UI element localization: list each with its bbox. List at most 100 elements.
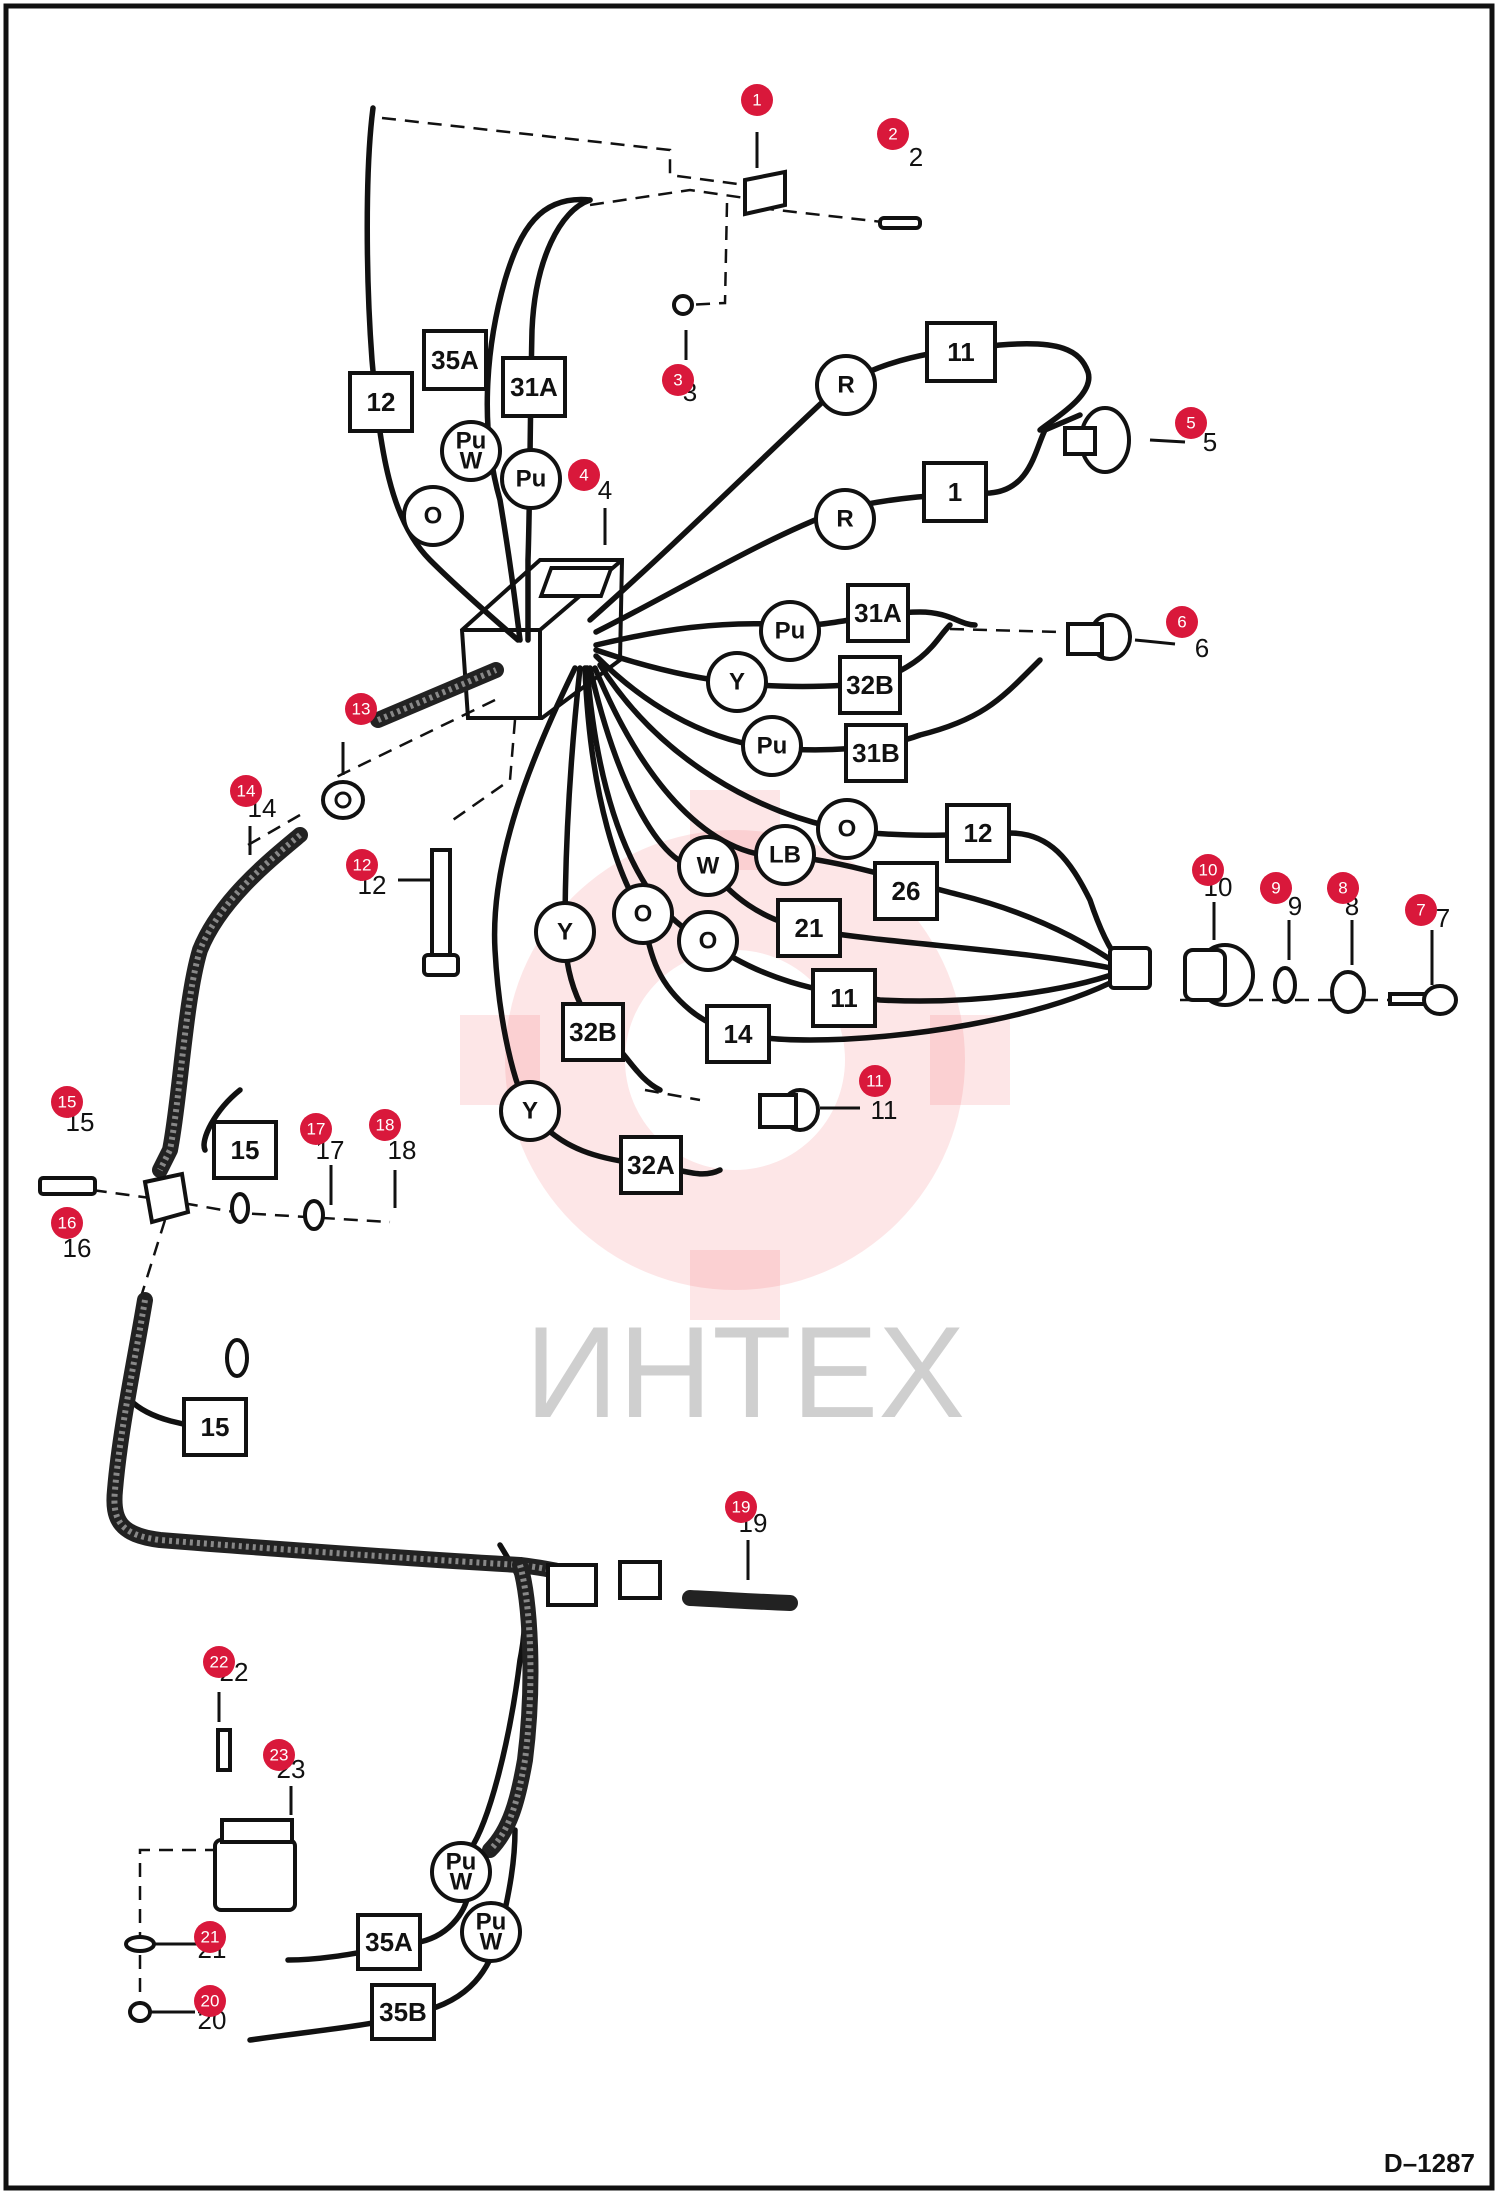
callout-badge-18[interactable]: 18: [369, 1109, 401, 1141]
callout-badge-7[interactable]: 7: [1405, 894, 1437, 926]
color-code-label: W: [480, 1929, 503, 1956]
watermark-text: ИНТЕХ: [525, 1299, 965, 1445]
part-indicator-5: [1063, 406, 1131, 474]
part-bolt-12: [422, 848, 460, 977]
callout-badge-22[interactable]: 22: [203, 1646, 235, 1678]
callout-badge-label: 11: [866, 1072, 884, 1091]
wire-number-label: 31A: [854, 598, 902, 628]
part-nut-21: [124, 1935, 156, 1953]
callout-badge-label: 17: [307, 1120, 326, 1139]
callout-badge-label: 1: [752, 91, 761, 110]
callout-badge-9[interactable]: 9: [1260, 872, 1292, 904]
wire-number-tag: 11: [925, 321, 997, 383]
part-terminal-15b: [225, 1338, 249, 1378]
part-screw-22: [216, 1728, 232, 1772]
part-washer-17: [230, 1192, 250, 1224]
color-code-label: O: [699, 928, 718, 955]
diagram-frame: [3, 3, 1495, 2191]
color-code-label: Y: [729, 669, 745, 696]
wire-number-label: 15: [231, 1135, 260, 1165]
callout-badge-8[interactable]: 8: [1327, 872, 1359, 904]
part-indicator-11: [758, 1088, 820, 1132]
callout-badge-label: 18: [376, 1116, 395, 1135]
braided-loom: [106, 662, 798, 1858]
callout-badge-10[interactable]: 10: [1192, 854, 1224, 886]
callout-badge-5[interactable]: 5: [1175, 407, 1207, 439]
callout-badge-16[interactable]: 16: [51, 1207, 83, 1239]
wire-number-tag: 35B: [370, 1983, 436, 2041]
leader-lines: [150, 132, 1434, 2014]
wire-number-tag: 15: [182, 1397, 248, 1457]
wire-number-label: 11: [830, 983, 858, 1013]
callout-badge-label: 9: [1271, 879, 1280, 898]
wire-number-tag: 35A: [422, 329, 488, 391]
part-connector-1: [743, 169, 787, 217]
color-code-circle: Y: [499, 1080, 561, 1142]
part-key-7: [1388, 984, 1458, 1016]
part-clamp-16: [142, 1171, 191, 1225]
color-code-label: W: [450, 1869, 473, 1896]
part-number-label: 2: [909, 142, 923, 172]
wire-number-tag: 21: [776, 898, 842, 958]
callout-badge-label: 14: [237, 782, 256, 801]
wire-number-label: 26: [892, 876, 921, 906]
part-switch-23: [213, 1818, 297, 1912]
color-code-label: Pu: [775, 618, 806, 645]
wire-number-label: 31A: [510, 372, 558, 402]
callout-badge-4[interactable]: 4: [568, 459, 600, 491]
wire-number-tag: 26: [873, 861, 939, 921]
wire-number-tag: 32B: [838, 655, 902, 715]
callout-badge-6[interactable]: 6: [1166, 606, 1198, 638]
color-code-circle: O: [816, 798, 878, 860]
color-code-circle: PuW: [430, 1841, 492, 1903]
color-code-label: Pu: [516, 466, 547, 493]
part-number-label: 7: [1436, 903, 1450, 933]
wire-number-tag: 12: [348, 371, 414, 433]
callout-badge-15[interactable]: 15: [51, 1086, 83, 1118]
part-indicator-6: [1066, 613, 1132, 661]
callout-badge-21[interactable]: 21: [194, 1921, 226, 1953]
callout-badge-11[interactable]: 11: [859, 1065, 891, 1097]
color-code-circle: O: [612, 883, 674, 945]
wire-number-label: 1: [948, 477, 962, 507]
wire-number-label: 32A: [627, 1150, 675, 1180]
callout-badge-17[interactable]: 17: [300, 1113, 332, 1145]
wire-number-tags: 1235A31A11131A32B31B122621111432B32A1515…: [182, 321, 1011, 2041]
color-code-circle: PuW: [460, 1901, 522, 1963]
wire-number-label: 15: [201, 1412, 230, 1442]
callout-badge-23[interactable]: 23: [263, 1739, 295, 1771]
callout-badge-label: 12: [353, 856, 372, 875]
color-code-circle: W: [677, 835, 739, 897]
callout-badge-14[interactable]: 14: [230, 775, 262, 807]
part-number-label: 6: [1195, 633, 1209, 663]
callout-badge-label: 23: [270, 1746, 289, 1765]
color-code-label: Y: [522, 1098, 538, 1125]
wire-number-label: 21: [795, 913, 824, 943]
callout-badge-label: 22: [210, 1653, 229, 1672]
part-nut-8: [1330, 970, 1366, 1014]
callout-badge-2[interactable]: 2: [877, 118, 909, 150]
color-code-label: Pu: [446, 1849, 477, 1876]
wire-number-label: 12: [367, 387, 396, 417]
callout-badge-13[interactable]: 13: [345, 693, 377, 725]
wire-number-label: 12: [964, 818, 993, 848]
color-code-circle: Pu: [741, 715, 803, 777]
callout-badge-label: 10: [1199, 861, 1218, 880]
callout-badge-19[interactable]: 19: [725, 1491, 757, 1523]
part-grommet-13: [321, 780, 365, 820]
color-code-label: R: [837, 372, 854, 399]
callout-badge-3[interactable]: 3: [662, 364, 694, 396]
callout-badge-label: 5: [1186, 414, 1195, 433]
wire-number-tag: 32A: [619, 1135, 683, 1195]
wire-number-tag: 31A: [501, 356, 567, 418]
wire-number-label: 32B: [846, 670, 894, 700]
color-code-circle: Pu: [759, 600, 821, 662]
part-number-label: 9: [1288, 891, 1302, 921]
wire-number-label: 11: [947, 337, 975, 367]
callout-badge-1[interactable]: 1: [741, 84, 773, 116]
part-washer-9: [1273, 966, 1297, 1004]
callout-badge-12[interactable]: 12: [346, 849, 378, 881]
color-code-label: Pu: [476, 1909, 507, 1936]
callout-badge-20[interactable]: 20: [194, 1985, 226, 2017]
